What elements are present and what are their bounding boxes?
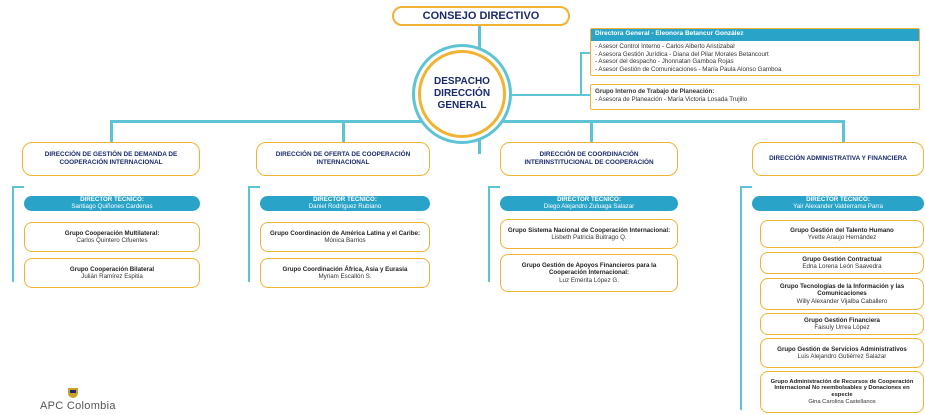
directora-list: - Asesor Control Interno - Carlos Albert… bbox=[591, 41, 919, 75]
directora-box: Directora General - Eleonora Betancur Go… bbox=[590, 28, 920, 76]
director-tecnico-badge: DIRECTOR TÉCNICO: Daniel Rodríguez Rubia… bbox=[260, 196, 430, 211]
col4-spine bbox=[740, 186, 742, 410]
group-box: Grupo Coordinación África, Asia y Eurasi… bbox=[260, 258, 430, 288]
connector-to-directora bbox=[580, 52, 582, 96]
connector-top bbox=[478, 26, 481, 50]
group-box: Grupo Gestión de Apoyos Financieros para… bbox=[500, 254, 678, 292]
connector-col4 bbox=[842, 120, 845, 142]
col2-spine bbox=[248, 186, 250, 282]
directora-header: Directora General - Eleonora Betancur Go… bbox=[591, 29, 919, 41]
group-name: Grupo Administración de Recursos de Coop… bbox=[770, 378, 914, 398]
logo-text: APC Colombia bbox=[40, 400, 116, 412]
group-box: Grupo Gestión Financiera Faisuly Urrea L… bbox=[760, 313, 924, 335]
group-person: Gina Carolina Castellanos bbox=[808, 398, 876, 405]
group-person: Lisbeth Patricia Buitrago Q. bbox=[551, 234, 627, 241]
group-name: Grupo Gestión del Talento Humano bbox=[790, 226, 894, 234]
group-box: Grupo Cooperación Multilateral: Carlos Q… bbox=[24, 222, 200, 252]
directora-item: - Asesor Gestión de Comunicaciones - Mar… bbox=[595, 65, 782, 73]
direction-box: DIRECCIÓN DE GESTIÓN DE DEMANDA DE COOPE… bbox=[22, 142, 200, 176]
director-tecnico-badge: DIRECTOR TÉCNICO: Yair Alexander Valderr… bbox=[752, 196, 924, 211]
group-person: Carlos Quintero Cifuentes bbox=[76, 237, 148, 244]
col2-stub bbox=[248, 186, 260, 188]
group-person: Faisuly Urrea López bbox=[814, 324, 870, 331]
tech-label: DIRECTOR TÉCNICO: bbox=[313, 196, 377, 203]
group-box: Grupo Cooperación Bilateral Julián Ramír… bbox=[24, 258, 200, 288]
group-box: Grupo Gestión del Talento Humano Yvette … bbox=[760, 220, 924, 248]
connector-circle-down bbox=[478, 138, 481, 154]
group-box: Grupo Administración de Recursos de Coop… bbox=[760, 371, 924, 413]
tech-name: Yair Alexander Valderrama Parra bbox=[793, 202, 883, 210]
tech-label: DIRECTOR TÉCNICO: bbox=[80, 196, 144, 203]
group-person: Myriam Escallón S. bbox=[318, 273, 372, 280]
col3-stub bbox=[488, 186, 500, 188]
tech-label: DIRECTOR TÉCNICO: bbox=[557, 196, 621, 203]
group-box: Grupo Gestión Contractual Edna Lorena Le… bbox=[760, 252, 924, 274]
group-person: Luis Alejandro Gutiérrez Salazar bbox=[797, 353, 887, 360]
tech-name: Santiago Quiñones Cardenas bbox=[71, 202, 153, 210]
group-name: Grupo Coordinación África, Asia y Eurasi… bbox=[282, 265, 408, 273]
col1-stub bbox=[12, 186, 24, 188]
group-box: Grupo Tecnologías de la Información y la… bbox=[760, 278, 924, 310]
group-name: Grupo Coordinación de América Latina y e… bbox=[269, 229, 421, 237]
group-name: Grupo Tecnologías de la Información y la… bbox=[779, 283, 905, 298]
group-name: Grupo Gestión Contractual bbox=[802, 255, 882, 263]
connector-col3 bbox=[590, 120, 593, 142]
group-name: Grupo Cooperación Multilateral: bbox=[64, 229, 160, 237]
connector-col2 bbox=[342, 120, 345, 142]
despacho-label: DESPACHO DIRECCIÓN GENERAL bbox=[433, 76, 491, 111]
planeacion-line: - Asesora de Planeación - María Victoria… bbox=[595, 95, 748, 103]
group-person: Yvette Araujo Hernández bbox=[807, 234, 877, 241]
group-name: Grupo Gestión de Apoyos Financieros para… bbox=[521, 262, 657, 277]
tech-label: DIRECTOR TÉCNICO: bbox=[806, 196, 870, 203]
coat-of-arms-icon bbox=[68, 388, 78, 398]
despacho-circle: DESPACHO DIRECCIÓN GENERAL bbox=[418, 50, 506, 138]
group-person: Luz Emérita López G. bbox=[559, 276, 619, 284]
planeacion-box: Grupo Interno de Trabajo de Planeación: … bbox=[590, 84, 920, 110]
col1-spine bbox=[12, 186, 14, 282]
connector-to-planeacion bbox=[506, 94, 590, 96]
group-person: Willy Alexander Vijalba Caballero bbox=[796, 297, 888, 305]
group-name: Grupo Gestión de Servicios Administrativ… bbox=[777, 345, 907, 353]
tech-name: Diego Alejandro Zuluaga Salazar bbox=[543, 202, 635, 210]
tech-name: Daniel Rodríguez Rubiano bbox=[308, 202, 382, 210]
group-name: Grupo Sistema Nacional de Cooperación In… bbox=[507, 226, 671, 234]
group-name: Grupo Gestión Financiera bbox=[804, 316, 880, 324]
group-person: Julián Ramírez Espitia bbox=[81, 273, 143, 280]
direction-box: DIRECCIÓN ADMINISTRATIVA Y FINANCIERA bbox=[752, 142, 924, 176]
apc-logo: APC Colombia bbox=[40, 386, 140, 412]
director-tecnico-badge: DIRECTOR TÉCNICO: Santiago Quiñones Card… bbox=[24, 196, 200, 211]
col3-spine bbox=[488, 186, 490, 282]
connector-col1 bbox=[110, 120, 113, 142]
group-box: Grupo Coordinación de América Latina y e… bbox=[260, 222, 430, 252]
directora-item: - Asesor Control Interno - Carlos Albert… bbox=[595, 43, 735, 50]
group-person: Edna Lorena León Saavedra bbox=[802, 263, 882, 270]
group-box: Grupo Gestión de Servicios Administrativ… bbox=[760, 338, 924, 368]
connector-directora-stub bbox=[580, 52, 590, 54]
planeacion-title: Grupo Interno de Trabajo de Planeación: bbox=[595, 88, 715, 95]
group-name: Grupo Cooperación Bilateral bbox=[69, 265, 155, 273]
consejo-directivo-box: CONSEJO DIRECTIVO bbox=[392, 6, 570, 26]
direction-box: DIRECCIÓN DE OFERTA DE COOPERACIÓN INTER… bbox=[256, 142, 430, 176]
group-person: Mónica Barrios bbox=[324, 237, 366, 244]
directora-item: - Asesor del despacho - Jhonnatan Gamboa… bbox=[595, 58, 734, 65]
director-tecnico-badge: DIRECTOR TÉCNICO: Diego Alejandro Zuluag… bbox=[500, 196, 678, 211]
directora-item: - Asesora Gestión Jurídica - Diana del P… bbox=[595, 50, 769, 58]
direction-box: DIRECCIÓN DE COORDINACIÓN INTERINSTITUCI… bbox=[500, 142, 678, 176]
col4-stub bbox=[740, 186, 752, 188]
group-box: Grupo Sistema Nacional de Cooperación In… bbox=[500, 219, 678, 249]
